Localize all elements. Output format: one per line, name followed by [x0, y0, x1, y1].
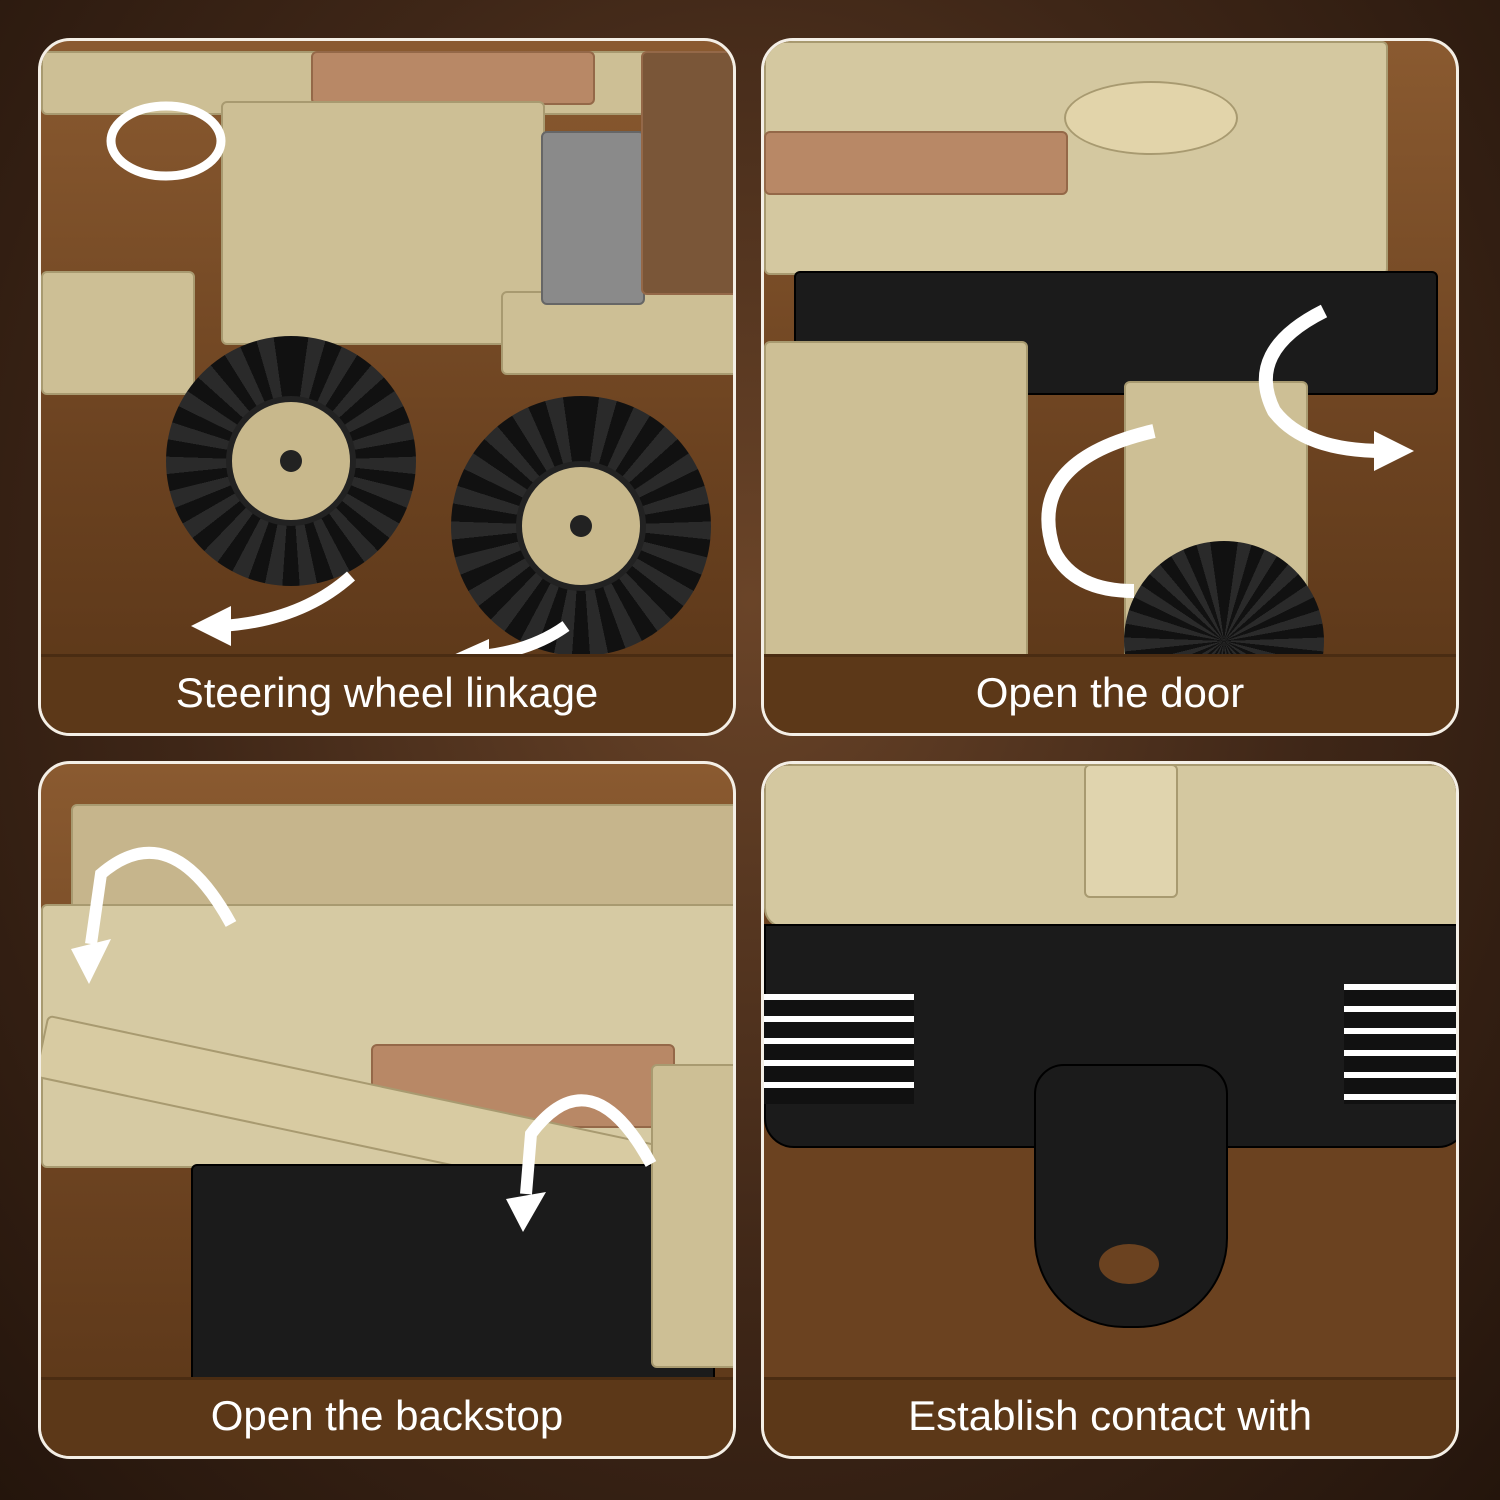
caption: Open the door — [764, 654, 1456, 733]
front-bumper — [41, 271, 195, 395]
truck-photo-backstop — [41, 764, 733, 1388]
caption: Steering wheel linkage — [41, 654, 733, 733]
front-wheel — [166, 336, 416, 586]
chassis — [191, 1164, 715, 1388]
roof-stripe — [764, 131, 1068, 195]
feature-panel-steering: Steering wheel linkage — [38, 38, 736, 736]
rear-post — [651, 1064, 733, 1368]
cab-body — [221, 101, 545, 345]
feature-panel-hitch: Establish contact with — [761, 761, 1459, 1459]
curved-arrow-icon — [71, 846, 237, 984]
truck-photo-steering — [41, 41, 733, 673]
rotate-arrow-icon — [106, 101, 226, 181]
truck-photo-door — [764, 41, 1456, 733]
camo-cover — [641, 51, 733, 295]
grille-right — [1344, 984, 1456, 1104]
curved-arrow-icon — [191, 571, 356, 646]
rear-wheel — [451, 396, 711, 656]
feature-panel-door: Open the door — [761, 38, 1459, 736]
roof-panel — [311, 51, 595, 105]
door — [764, 341, 1028, 665]
grey-box — [541, 131, 645, 305]
caption: Establish contact with — [764, 1377, 1456, 1456]
hitch-hole — [1099, 1244, 1159, 1284]
side-body — [501, 291, 733, 375]
cab-interior — [794, 271, 1438, 395]
truck-photo-hitch — [764, 764, 1456, 1380]
curved-arrow-icon — [1041, 424, 1156, 598]
tow-hitch — [1034, 1064, 1228, 1328]
curved-arrow-icon — [1258, 304, 1414, 471]
roof-disc — [1064, 81, 1238, 155]
rear-connector — [1084, 764, 1178, 898]
curved-arrow-icon — [506, 1094, 657, 1232]
grille-left — [764, 994, 914, 1104]
feature-panel-backstop: Open the backstop — [38, 761, 736, 1459]
caption: Open the backstop — [41, 1377, 733, 1456]
